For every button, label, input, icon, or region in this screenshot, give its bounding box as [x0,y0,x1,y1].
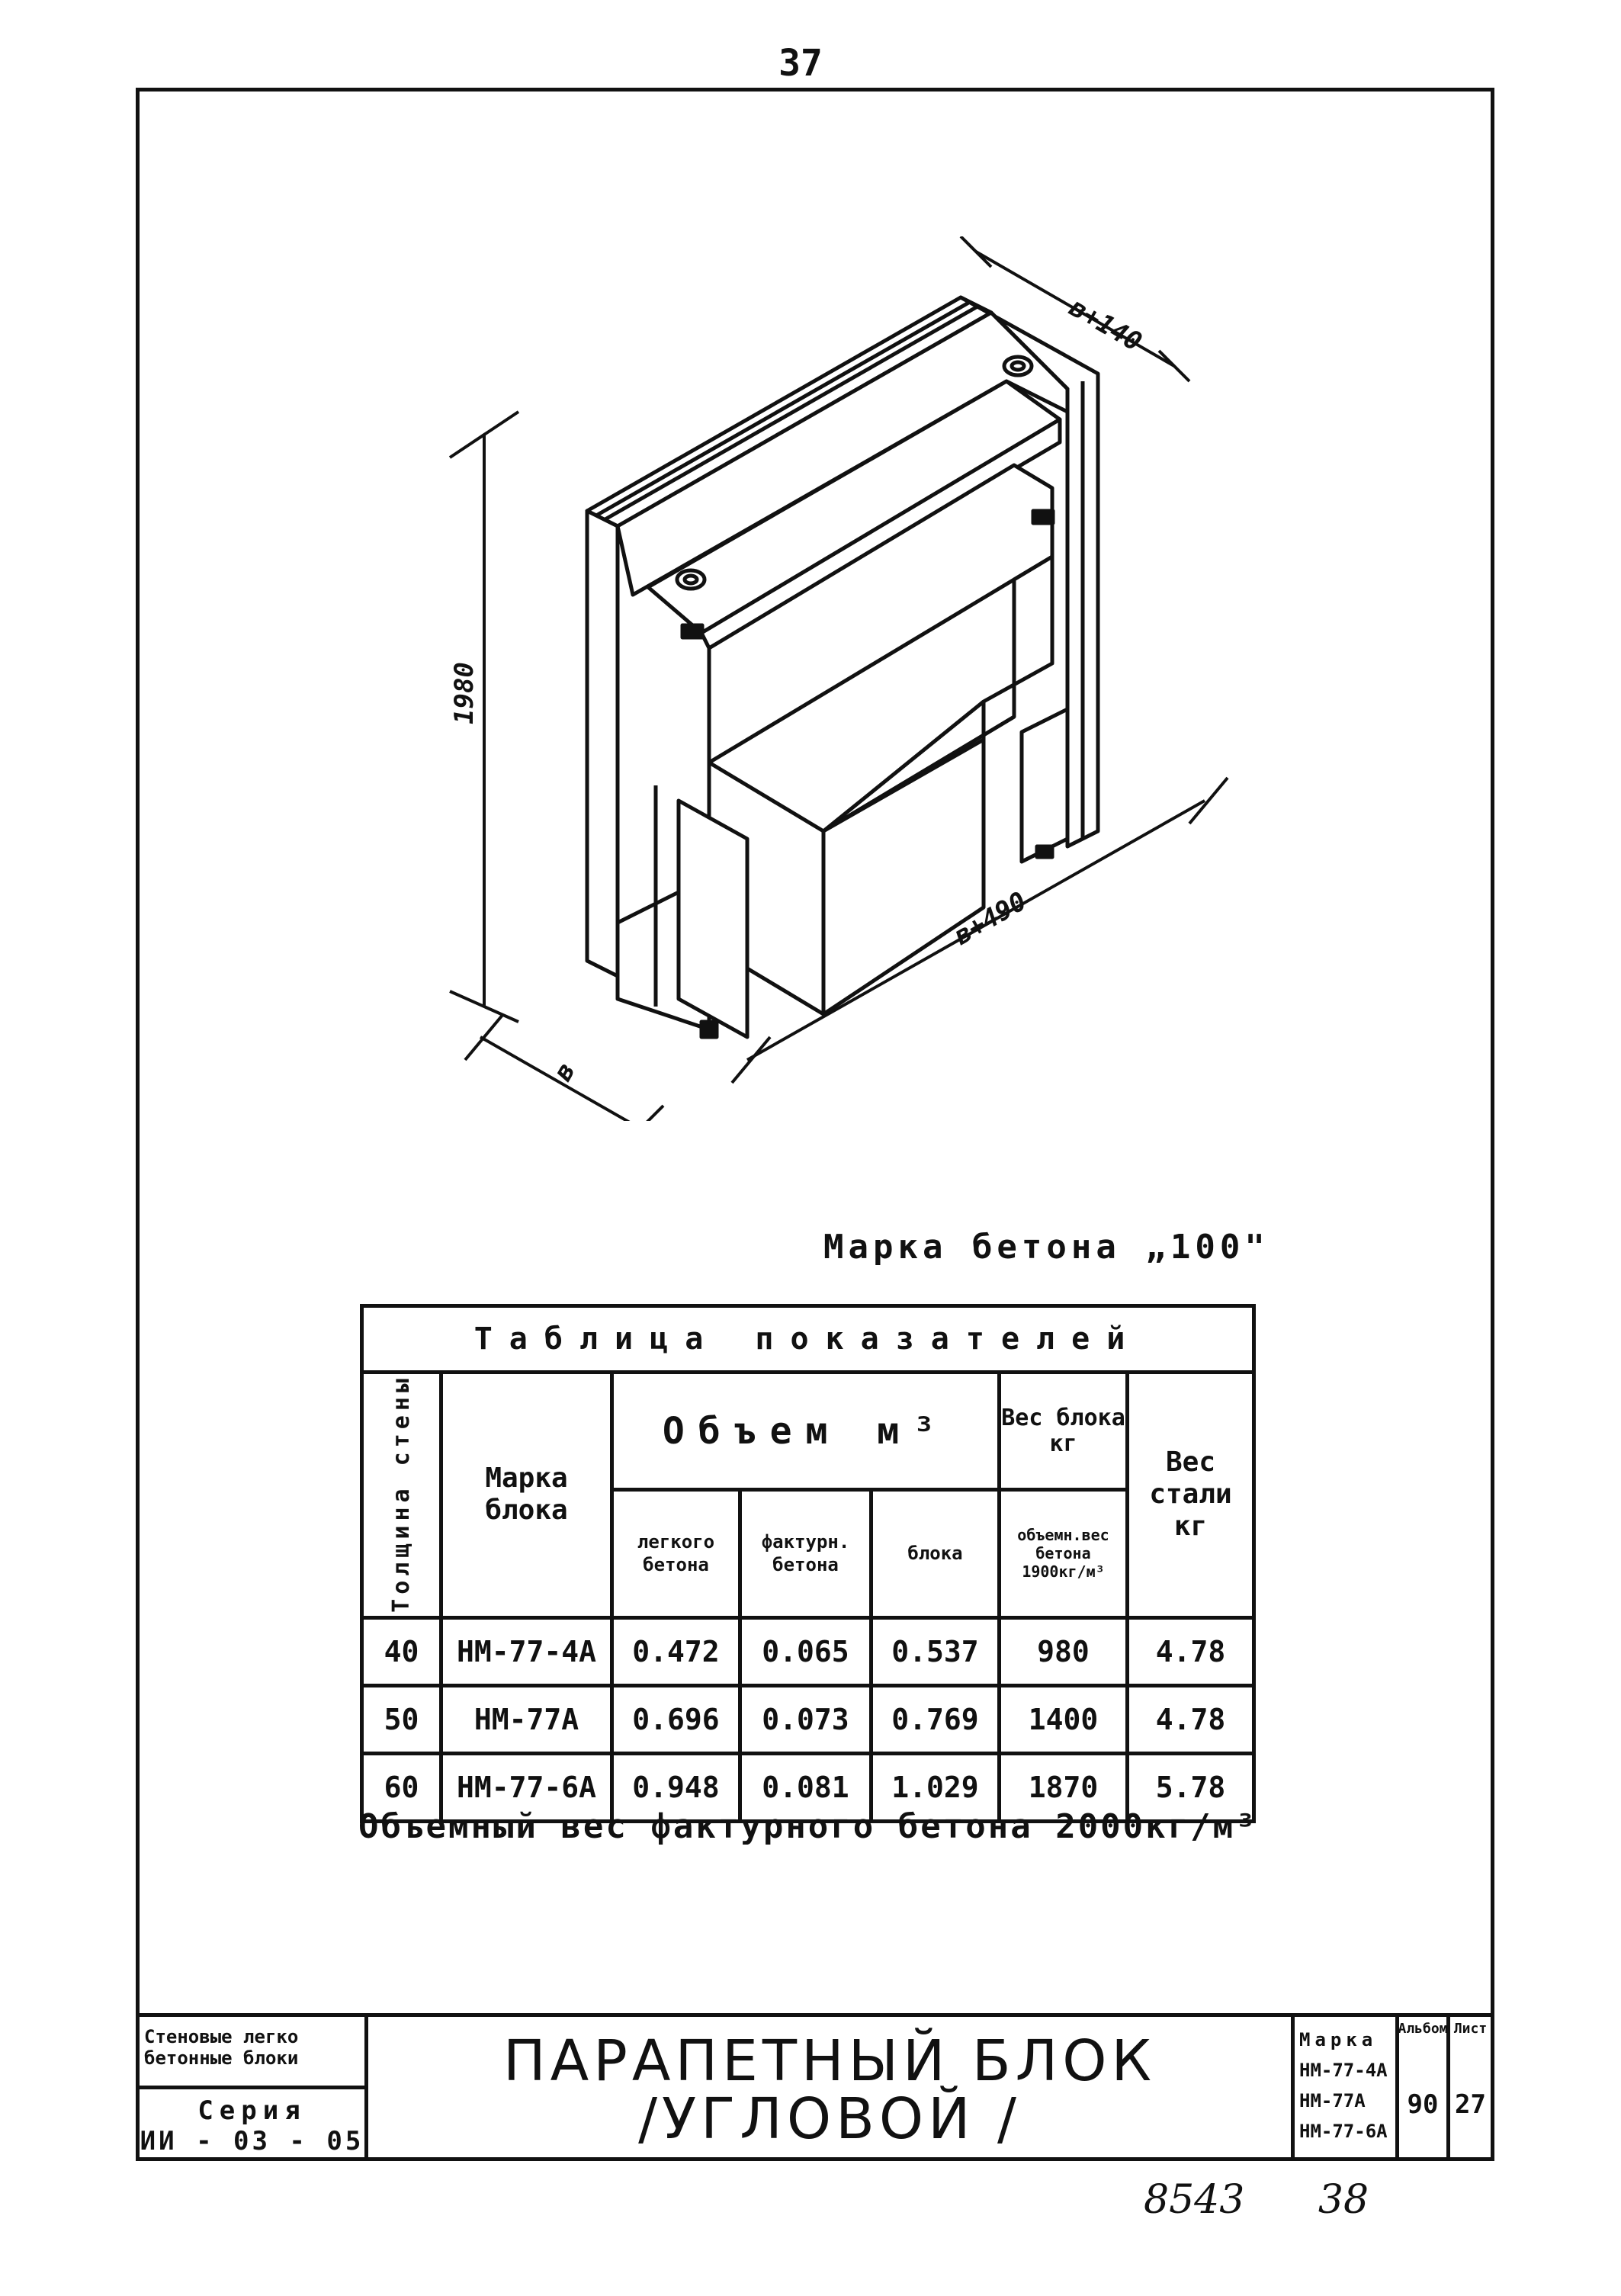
cell-weight: 980 [997,1615,1129,1687]
cell-facing: 0.081 [738,1751,873,1823]
cell-thickness: 60 [360,1751,443,1823]
cell-block: 1.029 [869,1751,1001,1823]
table-caption: Таблица показателей [360,1304,1256,1374]
table-row: 60 НМ-77-6А 0.948 0.081 1.029 1870 5.78 [360,1751,1256,1823]
title-line-2: /УГЛОВОЙ / [638,2086,1021,2152]
sheet-block [1446,2013,1494,2161]
cell-steel: 4.78 [1125,1615,1256,1687]
cell-thickness: 40 [360,1615,443,1687]
title-block: Стеновые легко бетонные блоки Серия ИИ -… [136,2013,1494,2161]
cell-mark: НМ-77А [439,1683,614,1755]
cell-block: 0.537 [869,1615,1001,1687]
cell-light: 0.948 [610,1751,742,1823]
page-number: 37 [778,42,823,85]
header-weight-block: Вес блока кг [997,1370,1129,1492]
mark-label: Марка [1299,2029,1378,2050]
header-weight-note: объемн.вес бетона 1900кг/м³ [997,1488,1129,1620]
dimension-height: 1980 [449,662,480,724]
table-row: 40 НМ-77-4А 0.472 0.065 0.537 980 4.78 [360,1615,1256,1687]
header-weight-steel: Вес стали кг [1125,1370,1256,1620]
marks-block: Марка НМ-77-4А НМ-77А НМ-77-6А [1291,2013,1399,2161]
header-facing-concrete: фактурн. бетона [738,1488,873,1620]
header-light-concrete: легкого бетона [610,1488,742,1620]
album-label: Альбом [1398,2021,1448,2037]
header-mark: Марка блока [439,1370,614,1620]
cell-mark: НМ-77-6А [439,1751,614,1823]
mark-item: НМ-77-6А [1299,2121,1388,2142]
sheet-title: ПАРАПЕТНЫЙ БЛОК /УГЛОВОЙ / [364,2013,1295,2161]
concrete-grade: Марка бетона „100" [823,1228,1270,1267]
handwritten-number: 38 [1318,2177,1369,2223]
isometric-drawing: в+140 1980 в в+490 [427,235,1250,1145]
cell-light: 0.696 [610,1683,742,1755]
series-word-code: Серия ИИ - 03 - 05 [136,2086,368,2161]
cell-weight: 1400 [997,1683,1129,1755]
volumetric-weight-note: Объемный вес фактурного бетона 2000кг/м³ [358,1807,1258,1846]
cell-facing: 0.065 [738,1615,873,1687]
title-line-1: ПАРАПЕТНЫЙ БЛОК [502,2028,1157,2094]
cell-light: 0.472 [610,1615,742,1687]
series-label: Стеновые легко бетонные блоки [136,2013,368,2089]
cell-mark: НМ-77-4А [439,1615,614,1687]
cell-steel: 5.78 [1125,1751,1256,1823]
cell-facing: 0.073 [738,1683,873,1755]
cell-thickness: 50 [360,1683,443,1755]
table-row: 50 НМ-77А 0.696 0.073 0.769 1400 4.78 [360,1683,1256,1755]
cell-steel: 4.78 [1125,1683,1256,1755]
header-thickness: Толщина стены [360,1370,443,1620]
sheet-label: Лист [1453,2021,1488,2037]
handwritten-number: 8543 [1144,2177,1245,2223]
parapet-block-drawing: в+140 1980 в в+490 [448,235,1229,1145]
header-block-volume: блока [869,1488,1001,1620]
cell-block: 0.769 [869,1683,1001,1755]
indicator-table: Таблица показателей Толщина стены Марка … [360,1304,1256,1823]
mark-item: НМ-77-4А [1299,2060,1388,2081]
dimension-depth: в [547,1058,582,1087]
mark-item: НМ-77А [1299,2090,1366,2111]
dimension-top: в+140 [1064,292,1148,358]
header-volume: Объем м³ [610,1370,1001,1492]
cell-weight: 1870 [997,1751,1129,1823]
series-code: ИИ - 03 - 05 [140,2126,364,2156]
album-value: 90 [1407,2089,1439,2120]
handwritten-numbers: 8543 38 [1144,2177,1430,2223]
sheet-value: 27 [1455,2089,1486,2120]
series-word: Серия [197,2095,307,2126]
